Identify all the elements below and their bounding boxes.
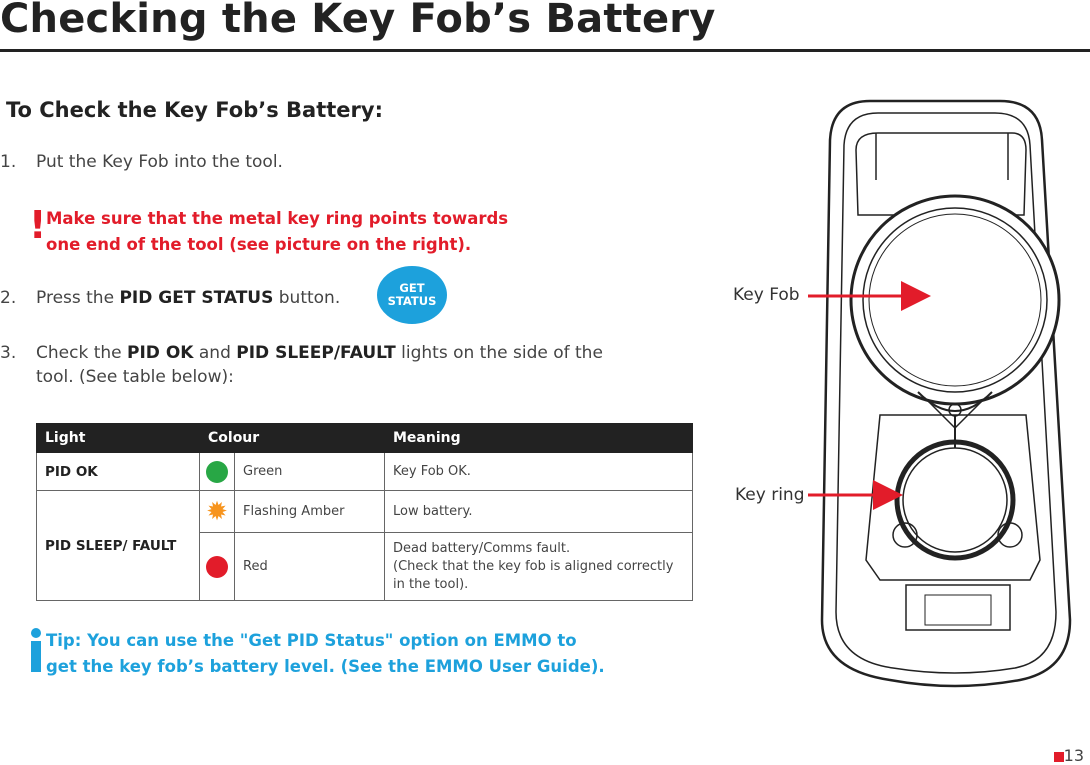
- colour-cell: Red: [234, 532, 385, 601]
- info-icon: [29, 628, 43, 672]
- step-number: 2.: [0, 288, 17, 308]
- warning-line: Make sure that the metal key ring points…: [46, 209, 509, 228]
- warning-note: Make sure that the metal key ring points…: [46, 206, 606, 258]
- title-divider: [0, 49, 1090, 52]
- button-label: GET: [399, 281, 425, 295]
- step-text: Put the Key Fob into the tool.: [36, 152, 283, 172]
- meaning-cell: Key Fob OK.: [384, 452, 693, 491]
- key-fob-disc: [849, 194, 1061, 406]
- table-header-row: Light Colour Meaning: [36, 423, 693, 453]
- step-number: 3.: [0, 343, 17, 363]
- column-header: Colour: [199, 423, 385, 453]
- table-row: Red Dead battery/Comms fault. (Check tha…: [37, 532, 693, 601]
- warning-line: one end of the tool (see picture on the …: [46, 235, 472, 254]
- section-heading: To Check the Key Fob’s Battery:: [6, 98, 383, 122]
- button-label: STATUS: [387, 294, 437, 308]
- exclamation-icon: !: [29, 203, 47, 247]
- step-number: 1.: [0, 152, 17, 172]
- tip-line: Tip: You can use the "Get PID Status" op…: [46, 631, 577, 650]
- light-name: PID OK: [127, 343, 194, 363]
- amber-star-icon: ✹: [206, 496, 228, 527]
- step-text: Press the PID GET STATUS button.: [36, 288, 341, 308]
- page-marker-icon: [1054, 752, 1064, 762]
- light-cell: PID OK: [36, 452, 200, 491]
- colour-cell: Green: [234, 452, 385, 491]
- lights-table: Light Colour Meaning PID OK Green Key Fo…: [36, 423, 693, 601]
- column-header: Meaning: [384, 423, 693, 453]
- meaning-cell: Low battery.: [384, 490, 693, 533]
- red-dot-icon: [206, 555, 228, 578]
- column-header: Light: [36, 423, 200, 453]
- key-fob-label: Key Fob: [733, 285, 800, 305]
- step-text: Check the PID OK and PID SLEEP/FAULT lig…: [36, 343, 603, 387]
- light-name: PID SLEEP/FAULT: [236, 343, 396, 363]
- get-status-button[interactable]: GET STATUS: [377, 266, 447, 324]
- table-row: PID OK Green Key Fob OK.: [36, 452, 693, 491]
- green-dot-icon: [206, 460, 228, 483]
- button-name: PID GET STATUS: [119, 288, 274, 308]
- meaning-cell: Dead battery/Comms fault. (Check that th…: [384, 532, 693, 601]
- tip-note: Tip: You can use the "Get PID Status" op…: [46, 628, 605, 680]
- page-number: 13: [1063, 746, 1084, 765]
- tip-line: get the key fob’s battery level. (See th…: [46, 657, 605, 676]
- key-ring-label: Key ring: [735, 485, 805, 505]
- light-cell: PID SLEEP/ FAULT: [36, 490, 200, 601]
- page-title: Checking the Key Fob’s Battery: [0, 0, 716, 42]
